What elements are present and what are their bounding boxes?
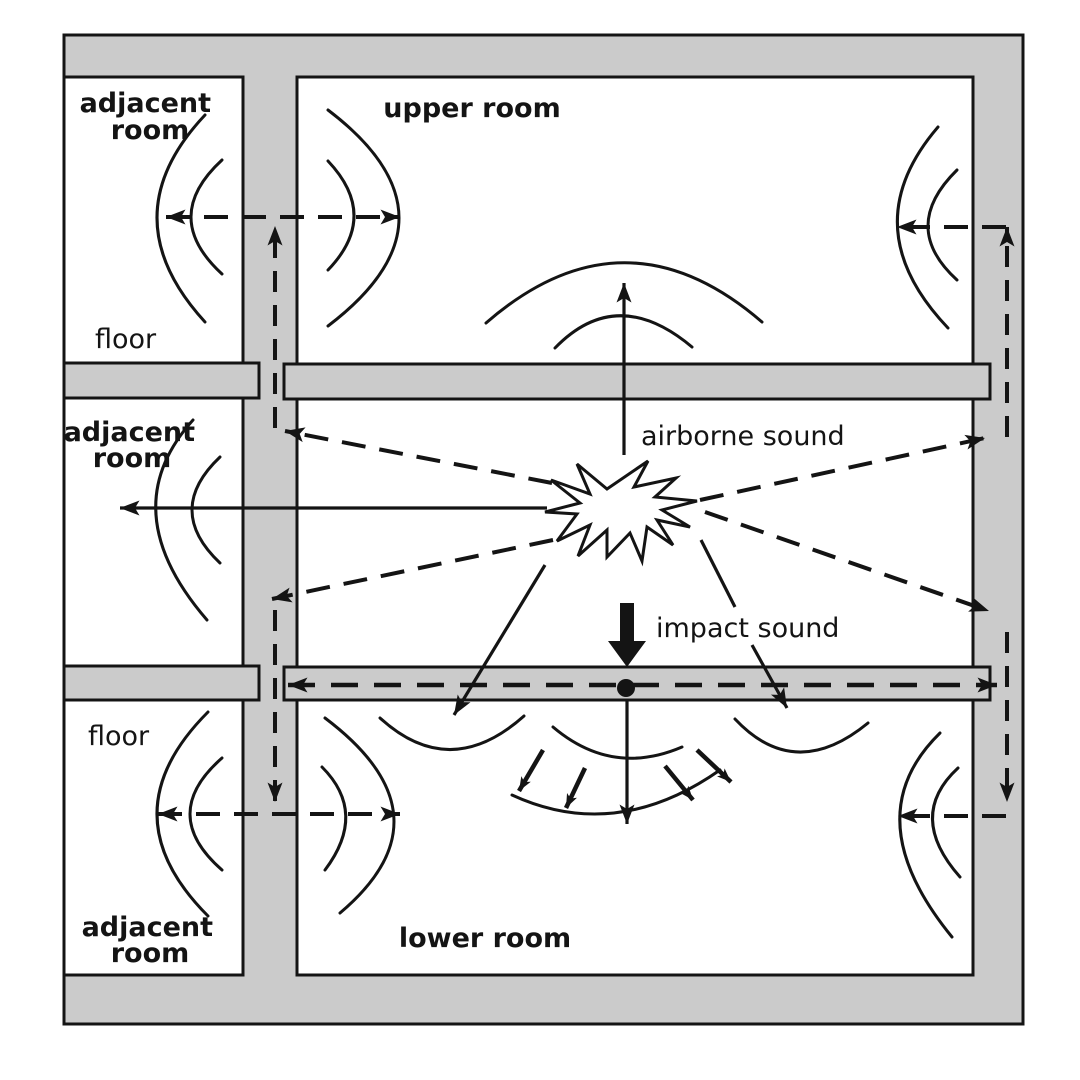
floor-slab-upper-left	[62, 361, 261, 400]
flanking-arrow-upper-right	[699, 434, 986, 502]
label-airborne-sound: airborne sound	[641, 421, 845, 452]
wave-arcs-lower-room-impact	[378, 714, 870, 816]
label-line: adjacent	[80, 88, 212, 119]
building-structure	[62, 33, 1025, 1026]
source-flanking-arrows	[271, 427, 990, 613]
arc	[323, 716, 396, 915]
wave-arcs-bottom-right-wall	[898, 731, 962, 939]
small-arrow-4	[695, 748, 733, 784]
impact-point	[608, 603, 646, 697]
flanking-arrow-lower-right	[704, 510, 990, 613]
wave-arcs-middle-adjacent-room	[154, 418, 222, 622]
label-floor-top: floor	[95, 324, 157, 355]
arc	[896, 125, 950, 330]
arc	[154, 418, 209, 622]
label-line: room	[111, 115, 190, 146]
arc	[320, 765, 348, 872]
direct-arrow-through-floor-right-upper-segment	[699, 539, 737, 608]
small-arrow-3	[663, 764, 695, 802]
floor-slab-lower-left	[62, 664, 261, 702]
arc	[189, 158, 224, 276]
wave-arcs-top-left-wall	[155, 108, 401, 328]
label-adjacent-room-bottom: adjacent room	[82, 912, 223, 969]
arc	[155, 710, 210, 918]
arc	[484, 261, 764, 325]
impact-contact-dot	[617, 679, 635, 697]
impact-sound-bold-arrow	[608, 603, 646, 667]
arc	[510, 768, 722, 816]
sound-source-starburst	[544, 459, 698, 567]
label-adjacent-room-top: adjacent room	[80, 88, 221, 146]
flanking-arrow-upper-left	[284, 427, 553, 485]
arc	[155, 113, 207, 324]
wall-radiation-arrows	[158, 209, 1006, 824]
room-adjacent-bottom	[62, 698, 245, 977]
arc	[926, 168, 959, 282]
direct-arrow-through-floor-right-lower-segment	[750, 644, 789, 709]
label-lower-room: lower room	[399, 923, 571, 954]
small-arrow-1	[517, 748, 545, 793]
wave-arcs-bottom-left-wall	[155, 710, 396, 918]
small-arrow-2	[563, 767, 588, 809]
arc	[551, 725, 684, 760]
label-line: adjacent	[64, 417, 196, 448]
label-adjacent-room-middle: adjacent room	[64, 417, 205, 474]
sound-wave-arcs	[154, 108, 962, 939]
wave-arcs-upper-room-ceiling	[484, 261, 764, 350]
floor-slab-upper-right	[282, 362, 992, 401]
wave-arcs-top-right-wall	[896, 125, 959, 330]
label-line: adjacent	[82, 912, 214, 943]
arc	[188, 756, 224, 872]
labels: adjacent room adjacent room adjacent roo…	[64, 88, 845, 969]
label-upper-room: upper room	[383, 93, 560, 124]
arc	[931, 766, 962, 879]
flanking-arrow-lower-left	[271, 538, 554, 603]
arc	[733, 717, 870, 754]
arc	[326, 159, 356, 272]
direct-arrow-through-floor-left	[452, 564, 547, 716]
arc	[326, 108, 401, 328]
label-impact-sound: impact sound	[656, 613, 839, 644]
flanking-paths	[267, 226, 1015, 802]
impact-radiation-small-arrows	[517, 748, 733, 809]
room-lower	[295, 698, 975, 977]
label-floor-bottom: floor	[88, 721, 150, 752]
arc	[190, 455, 222, 565]
label-line: room	[93, 443, 172, 474]
arc	[898, 731, 954, 939]
arc	[553, 314, 694, 350]
arc	[378, 714, 526, 751]
label-line: room	[111, 938, 190, 969]
